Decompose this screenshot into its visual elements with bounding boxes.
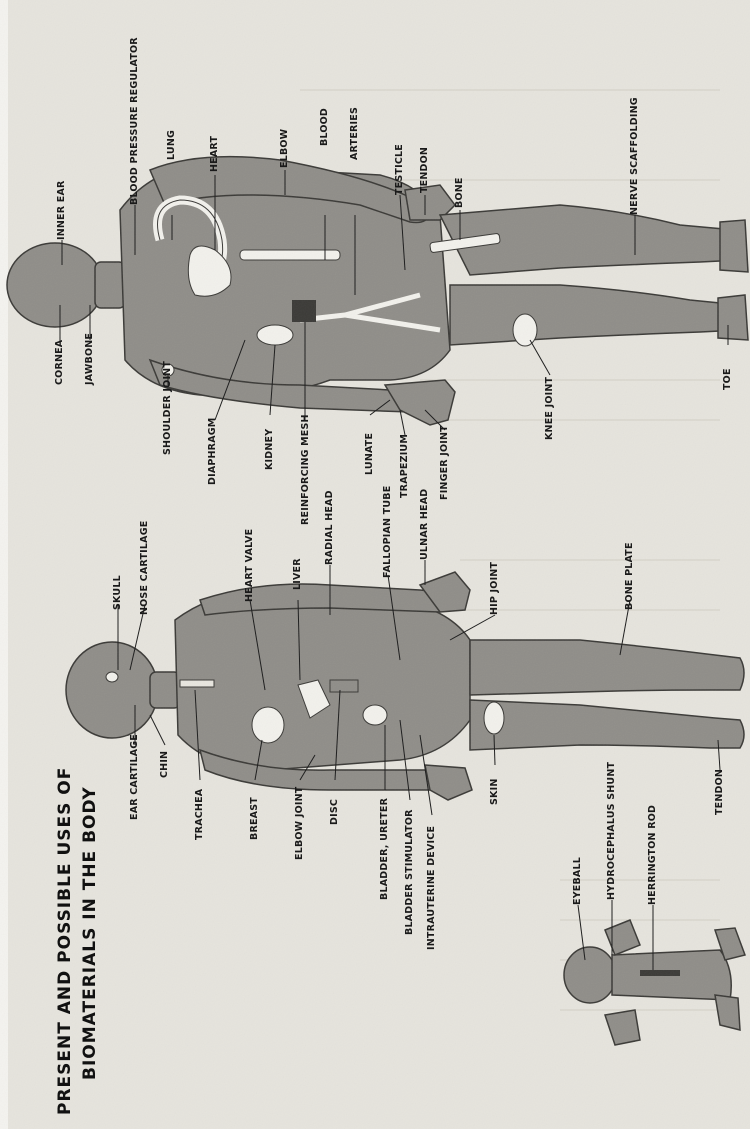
label-nose-cartilage: NOSE CARTILAGE: [139, 521, 150, 615]
label-elbow-joint: ELBOW JOINT: [294, 787, 305, 860]
label-blood: BLOOD: [319, 108, 330, 146]
label-kidney: KIDNEY: [264, 429, 275, 470]
label-bladder-ureter: BLADDER, URETER: [379, 798, 390, 900]
label-liver: LIVER: [292, 558, 303, 590]
label-ulnar-head: ULNAR HEAD: [419, 489, 430, 560]
label-tendon-lower: TENDON: [714, 769, 725, 815]
label-jawbone: JAWBONE: [84, 333, 95, 385]
label-disc: DISC: [329, 799, 340, 825]
label-lung: LUNG: [166, 130, 177, 160]
label-harrington-rod: HERRINGTON ROD: [647, 805, 658, 905]
label-intrauterine-device: INTRAUTERINE DEVICE: [426, 826, 437, 950]
label-breast: BREAST: [249, 797, 260, 840]
label-skin: SKIN: [489, 779, 500, 806]
label-finger-joint: FINGER JOINT: [439, 425, 450, 500]
label-hydrocephalus-shunt: HYDROCEPHALUS SHUNT: [606, 762, 617, 900]
label-fallopian-tube: FALLOPIAN TUBE: [382, 486, 393, 578]
label-cornea: CORNEA: [54, 340, 65, 385]
label-trapezium: TRAPEZIUM: [399, 434, 410, 498]
label-bp-regulator: BLOOD PRESSURE REGULATOR: [129, 37, 140, 205]
label-radial-head: RADIAL HEAD: [324, 490, 335, 565]
label-diaphragm: DIAPHRAGM: [207, 418, 218, 485]
label-heart: HEART: [209, 136, 220, 172]
label-reinforcing-mesh: REINFORCING MESH: [300, 414, 311, 525]
label-nerve-scaffolding: NERVE SCAFFOLDING: [629, 97, 640, 215]
label-hip-joint: HIP JOINT: [489, 562, 500, 615]
title-line-2: BIOMATERIALS IN THE BODY: [80, 786, 100, 1080]
label-testicle: TESTICLE: [394, 144, 405, 195]
label-bone-plate: BONE PLATE: [624, 542, 635, 610]
label-skull: SKULL: [112, 575, 123, 610]
label-arteries: ARTERIES: [349, 107, 360, 160]
label-lunate: LUNATE: [364, 433, 375, 475]
label-inner-ear: INNER EAR: [56, 180, 67, 240]
label-tendon-upper: TENDON: [419, 147, 430, 193]
label-trachea: TRACHEA: [194, 789, 205, 840]
label-bladder-stimulator: BLADDER STIMULATOR: [404, 809, 415, 935]
label-eyeball: EYEBALL: [572, 857, 583, 905]
label-elbow: ELBOW: [279, 129, 290, 168]
label-knee-joint: KNEE JOINT: [544, 377, 555, 440]
label-bone: BONE: [454, 177, 465, 208]
title-line-1: PRESENT AND POSSIBLE USES OF: [55, 767, 75, 1115]
label-toe: TOE: [722, 368, 733, 390]
label-chin: CHIN: [159, 751, 170, 778]
label-shoulder-joint: SHOULDER JOINT: [162, 361, 173, 455]
label-heart-valve: HEART VALVE: [244, 529, 255, 602]
label-ear-cartilage: EAR CARTILAGE: [129, 734, 140, 820]
